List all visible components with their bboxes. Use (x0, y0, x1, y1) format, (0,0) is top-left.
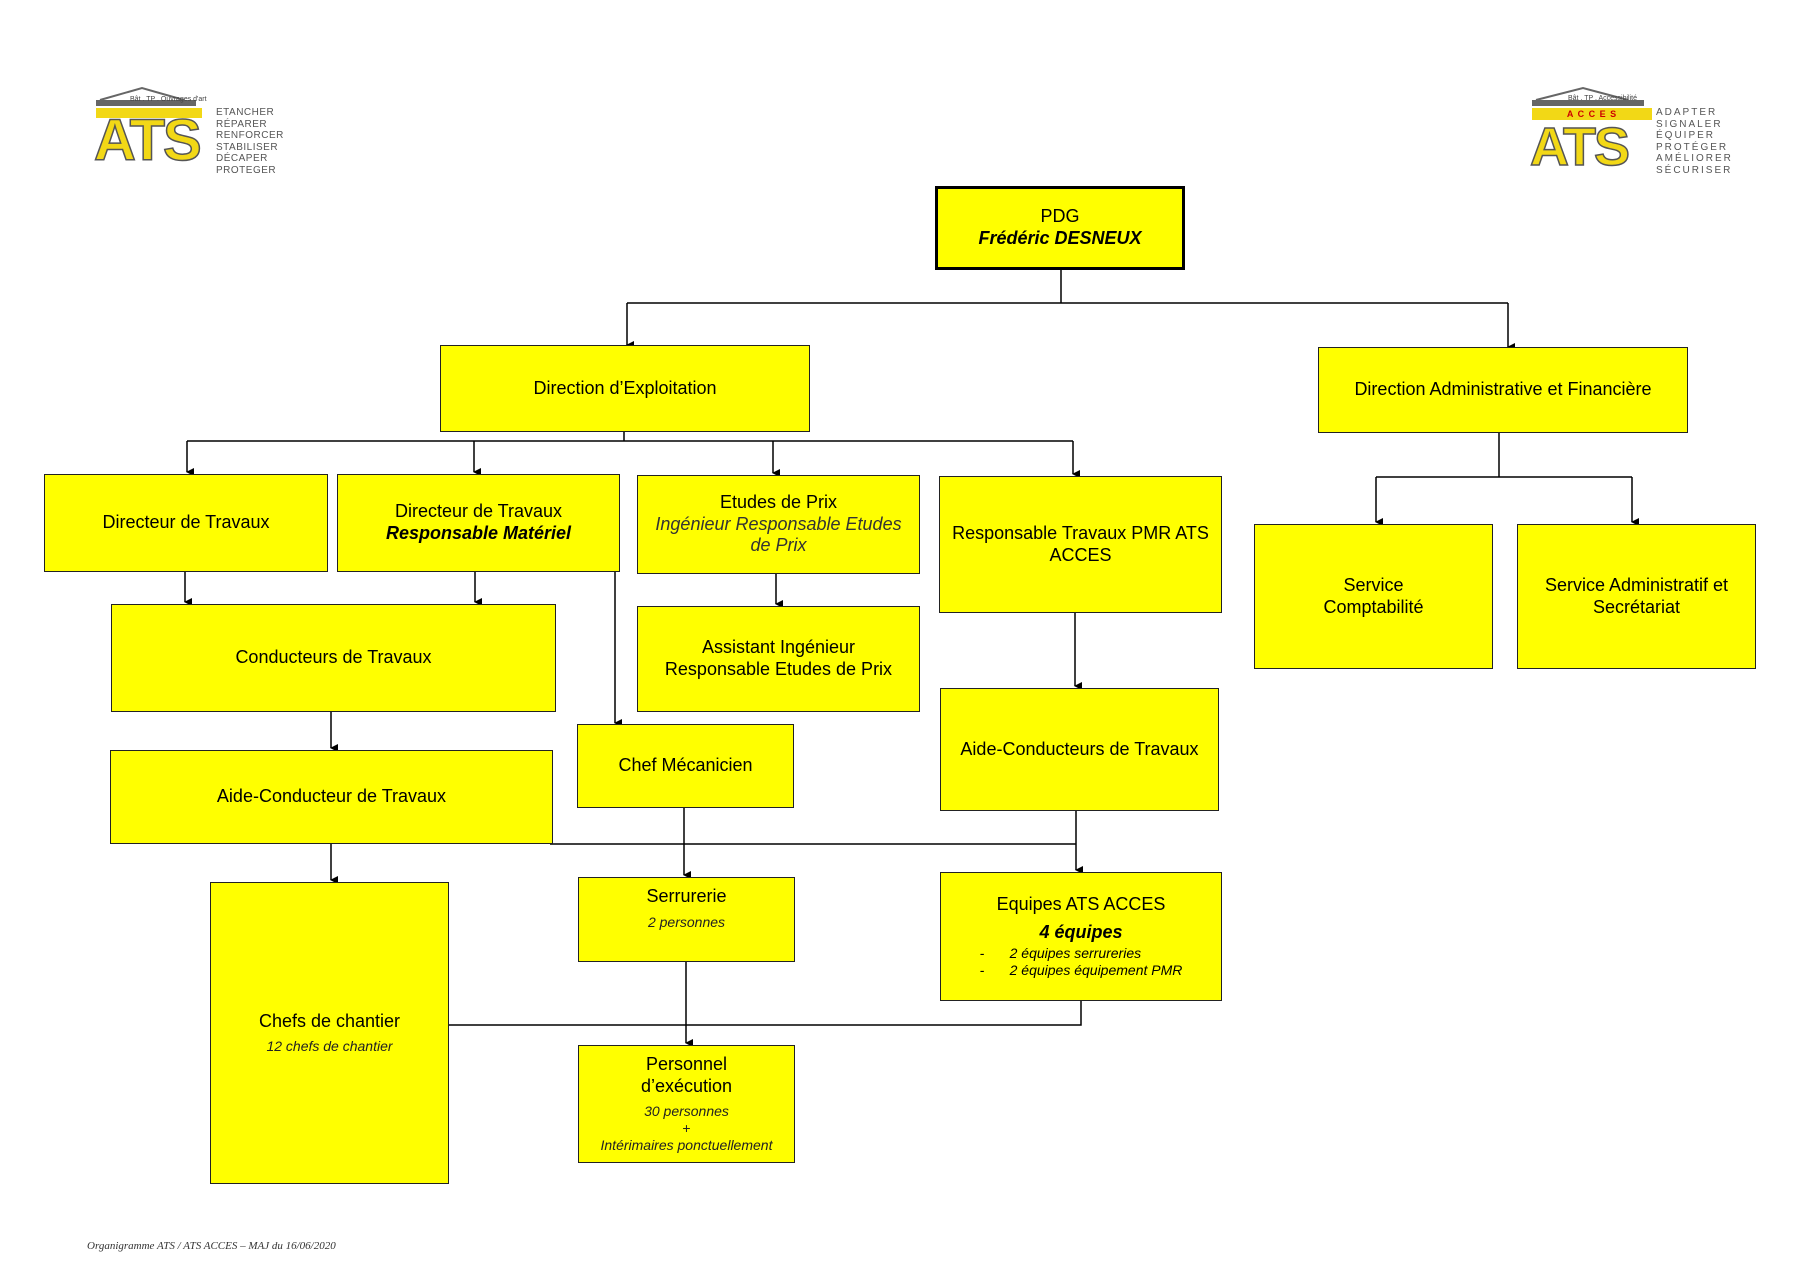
serrurerie-title: Serrurerie (646, 886, 727, 906)
direction-admin-title: Direction Administrative et Financière (1354, 379, 1652, 400)
ats-acces-logo-banner: A C C E S (1566, 109, 1618, 119)
direction-exploitation-title: Direction d’Exploitation (533, 377, 717, 398)
ats-logo-verb: DÉCAPER (216, 153, 268, 164)
personnel-title: Personnel d’exécution (640, 1054, 733, 1096)
equipes-ats-list: 2 équipes serrureries 2 équipes équipeme… (980, 945, 1183, 979)
chefs-chantier-box: Chefs de chantier 12 chefs de chantier (210, 882, 449, 1184)
ats-acces-logo-verb: ÉQUIPER (1656, 130, 1716, 141)
equipes-ats-subtitle: 4 équipes (1039, 921, 1123, 942)
ats-logo-verb: RENFORCER (216, 130, 284, 141)
connector-admin-split (1376, 433, 1632, 478)
serrurerie-box: Serrurerie 2 personnes (578, 877, 795, 962)
ats-acces-logo-verb: SIGNALER (1656, 118, 1723, 130)
aide-conducteurs-pmr-box: Aide-Conducteurs de Travaux (940, 688, 1219, 811)
personnel-plus: + (682, 1120, 691, 1137)
etudes-prix-box: Etudes de Prix Ingénieur Responsable Etu… (637, 475, 920, 574)
ats-logo-mark (96, 86, 202, 118)
directeur-travaux-materiel-subtitle: Responsable Matériel (385, 523, 572, 543)
aide-conducteur-title: Aide-Conducteur de Travaux (216, 786, 447, 807)
ats-acces-logo-verb: AMÉLIORER (1656, 153, 1733, 164)
equipes-ats-box: Equipes ATS ACCES 4 équipes 2 équipes se… (940, 872, 1222, 1001)
assistant-ingenieur-title: Assistant Ingénieur Responsable Etudes d… (664, 637, 893, 679)
ats-acces-logo: Bât . TP . Accessibilité A C C E S ATS A… (1528, 84, 1748, 180)
service-compta-box: Service Comptabilité (1254, 524, 1493, 669)
responsable-pmr-title: Responsable Travaux PMR ATS ACCES (952, 522, 1209, 565)
ats-logo: Bât . TP . Ouvrages d'art ATS ETANCHER R… (92, 84, 292, 180)
footer-caption: Organigramme ATS / ATS ACCES – MAJ du 16… (87, 1240, 336, 1252)
connector-exploitation-split (187, 432, 1073, 442)
directeur-travaux-title: Directeur de Travaux (102, 512, 270, 533)
directeur-travaux-box: Directeur de Travaux (44, 474, 328, 572)
personnel-extra: Intérimaires ponctuellement (600, 1136, 773, 1153)
equipes-ats-item: 2 équipes serrureries (980, 945, 1183, 962)
direction-exploitation-box: Direction d’Exploitation (440, 345, 810, 432)
chef-mecanicien-box: Chef Mécanicien (577, 724, 794, 808)
directeur-travaux-materiel-title: Directeur de Travaux (394, 501, 563, 522)
ats-logo-letters: ATS (93, 108, 202, 173)
chefs-chantier-detail: 12 chefs de chantier (266, 1038, 393, 1055)
ats-logo-verb: RÉPARER (216, 118, 268, 130)
connector-chefs-equipes-line (449, 1001, 1082, 1026)
ats-logo-verbs: ETANCHER RÉPARER RENFORCER STABILISER DÉ… (216, 107, 284, 176)
ats-logo-verb: PROTEGER (216, 164, 277, 176)
etudes-prix-title: Etudes de Prix (719, 492, 838, 513)
service-admin-box: Service Administratif et Secrétariat (1517, 524, 1756, 669)
personnel-box: Personnel d’exécution 30 personnes + Int… (578, 1045, 795, 1163)
serrurerie-detail: 2 personnes (647, 913, 726, 930)
chefs-chantier-title: Chefs de chantier (258, 1010, 401, 1031)
equipes-ats-item: 2 équipes équipement PMR (980, 962, 1183, 979)
pdg-name: Frédéric DESNEUX (978, 228, 1142, 248)
pdg-title: PDG (1040, 206, 1080, 227)
ats-acces-logo-mark (1532, 86, 1652, 120)
ats-acces-logo-tagline: Bât . TP . Accessibilité (1568, 95, 1637, 102)
ats-acces-logo-verb: SÉCURISER (1656, 164, 1733, 176)
conducteurs-title: Conducteurs de Travaux (235, 647, 432, 668)
direction-admin-box: Direction Administrative et Financière (1318, 347, 1688, 433)
assistant-ingenieur-box: Assistant Ingénieur Responsable Etudes d… (637, 606, 920, 712)
conducteurs-box: Conducteurs de Travaux (111, 604, 556, 712)
ats-acces-logo-letters: ATS (1529, 117, 1631, 177)
service-admin-title: Service Administratif et Secrétariat (1544, 574, 1729, 617)
ats-logo-verb: ETANCHER (216, 107, 275, 118)
equipes-ats-title: Equipes ATS ACCES (996, 894, 1166, 915)
ats-acces-logo-verb: PROTÉGER (1656, 141, 1729, 153)
aide-conducteurs-pmr-title: Aide-Conducteurs de Travaux (960, 738, 1199, 759)
chef-mecanicien-title: Chef Mécanicien (618, 755, 753, 776)
aide-conducteur-box: Aide-Conducteur de Travaux (110, 750, 553, 844)
etudes-prix-subtitle: Ingénieur Responsable Etudes de Prix (655, 513, 902, 556)
responsable-pmr-box: Responsable Travaux PMR ATS ACCES (939, 476, 1222, 613)
ats-acces-logo-verb: ADAPTER (1656, 107, 1718, 118)
ats-logo-tagline: Bât . TP . Ouvrages d'art (130, 96, 207, 103)
service-compta-title: Service Comptabilité (1323, 574, 1424, 617)
pdg-box: PDG Frédéric DESNEUX (935, 186, 1185, 270)
directeur-travaux-materiel-box: Directeur de Travaux Responsable Matérie… (337, 474, 620, 572)
connector-pdg-split (627, 270, 1508, 304)
ats-logo-verb: STABILISER (216, 141, 279, 153)
ats-acces-logo-verbs: ADAPTER SIGNALER ÉQUIPER PROTÉGER AMÉLIO… (1656, 107, 1733, 176)
personnel-detail: 30 personnes (644, 1103, 729, 1120)
